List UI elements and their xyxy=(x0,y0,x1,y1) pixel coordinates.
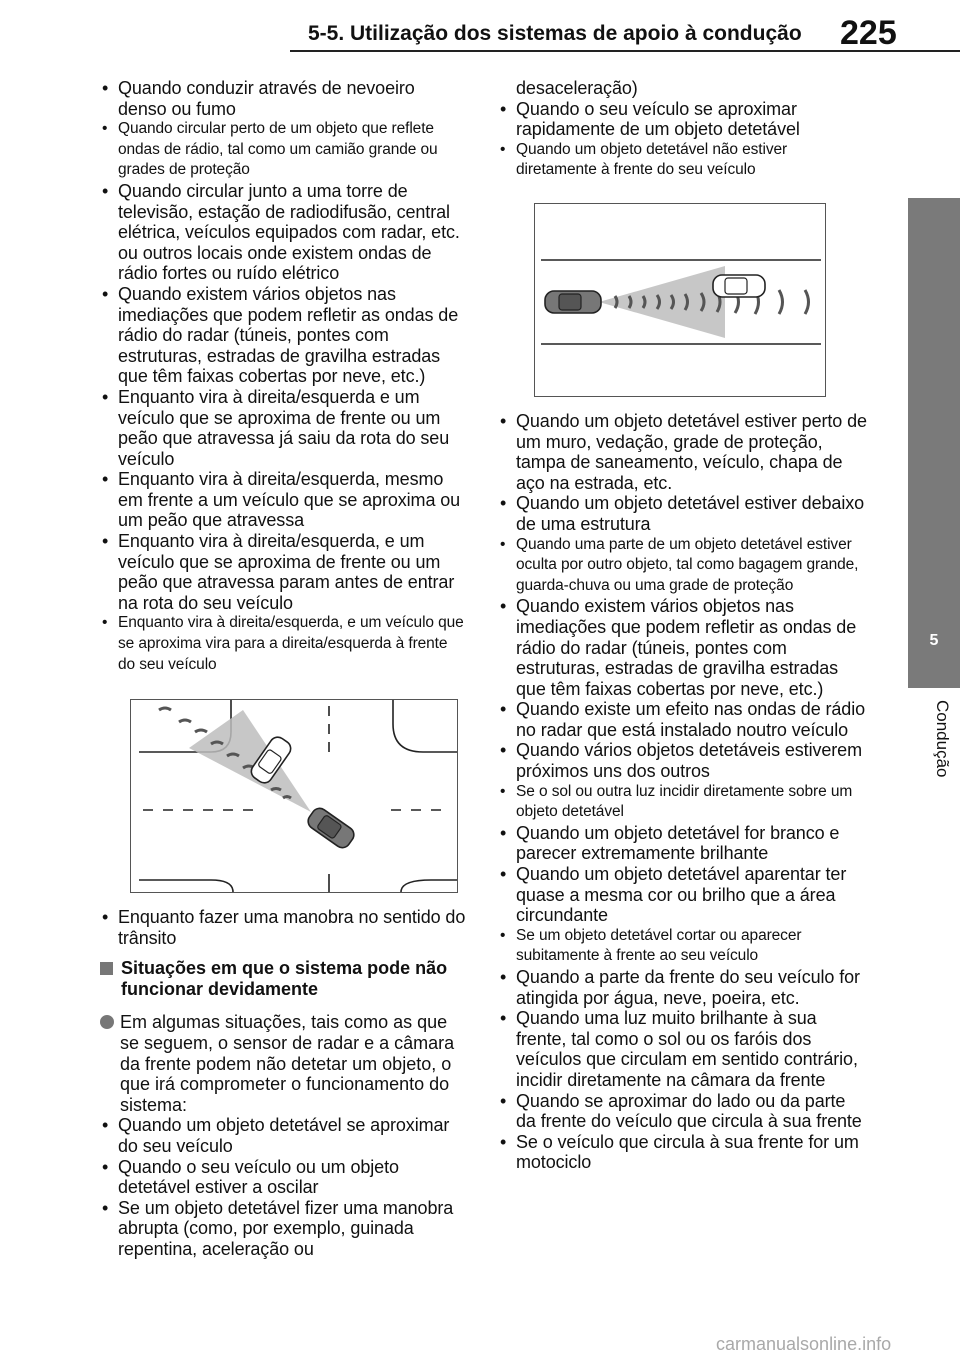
left-column: Quando conduzir através de nevoeiro dens… xyxy=(100,78,466,1260)
own-vehicle xyxy=(307,807,355,849)
list-item: Quando se aproximar do lado ou da parte … xyxy=(498,1091,870,1132)
list-item: Quando o seu veículo ou um objeto detetá… xyxy=(100,1157,466,1198)
list-item: Se um objeto detetável fizer uma manobra… xyxy=(100,1198,466,1260)
list-item: Enquanto fazer uma manobra no sentido do… xyxy=(100,907,466,948)
list-item: Se o veículo que circula à sua frente fo… xyxy=(498,1132,870,1173)
section-heading: Situações em que o sistema pode não func… xyxy=(100,958,466,1000)
list-item: Quando existem vários objetos nas imedia… xyxy=(100,284,466,387)
right-continuation-list: desaceleração) xyxy=(498,78,870,99)
road-corner-bottom-left xyxy=(139,879,234,893)
intro-paragraph-text: Em algumas situações, tais como as que s… xyxy=(120,1012,455,1115)
list-item: Quando o seu veículo se aproximar rapida… xyxy=(498,99,870,140)
list-item: Quando um objeto detetável não estiver d… xyxy=(498,140,870,181)
own-vehicle xyxy=(544,290,602,314)
left-bullet-list-middle: Enquanto fazer uma manobra no sentido do… xyxy=(100,907,466,948)
list-item: Se o sol ou outra luz incidir diretament… xyxy=(498,782,870,823)
target-vehicle xyxy=(712,274,766,298)
radar-detection-cone xyxy=(189,710,311,813)
left-bullet-list-top: Quando conduzir através de nevoeiro dens… xyxy=(100,78,466,675)
list-item: Se um objeto detetável cortar ou aparece… xyxy=(498,926,870,967)
right-bullet-list-top: Quando o seu veículo se aproximar rapida… xyxy=(498,99,870,181)
list-item: Quando um objeto detetável aparentar ter… xyxy=(498,864,870,926)
road-corner-top-right xyxy=(392,700,457,754)
list-item: Quando um objeto detetável se aproximar … xyxy=(100,1115,466,1156)
section-square-icon xyxy=(100,962,113,976)
site-watermark[interactable]: carmanualsonline.info xyxy=(716,1334,892,1354)
list-item: Quando conduzir através de nevoeiro dens… xyxy=(100,78,466,119)
list-item: Enquanto vira à direita/esquerda, e um v… xyxy=(100,531,466,613)
page-number: 225 xyxy=(840,14,897,52)
intersection-turn-figure xyxy=(130,699,458,894)
offset-target-illustration xyxy=(541,259,821,345)
list-item: Quando um objeto detetável estiver debai… xyxy=(498,493,870,534)
list-item: Quando existem vários objetos nas imedia… xyxy=(498,596,870,699)
section-heading-text: Situações em que o sistema pode não func… xyxy=(121,958,448,1000)
radar-wave-arcs xyxy=(613,289,810,315)
radar-detection-cone xyxy=(599,265,725,338)
continuation-text: desaceleração) xyxy=(516,78,638,98)
right-column: desaceleração) Quando o seu veículo se a… xyxy=(498,78,870,1173)
list-item: Quando um objeto detetável estiver perto… xyxy=(498,411,870,493)
list-item: Enquanto vira à direita/esquerda, mesmo … xyxy=(100,469,466,531)
running-header-title: 5-5. Utilização dos sistemas de apoio à … xyxy=(308,22,802,45)
paragraph-dot-icon xyxy=(100,1015,114,1030)
intersection-turn-illustration xyxy=(139,700,457,893)
list-item: Enquanto vira à direita/esquerda e um ve… xyxy=(100,387,466,469)
list-item: Quando existe um efeito nas ondas de rád… xyxy=(498,699,870,740)
list-item: Quando uma luz muito brilhante à sua fre… xyxy=(498,1008,870,1090)
list-item: Quando vários objetos detetáveis estiver… xyxy=(498,740,870,781)
header-rule xyxy=(290,50,960,52)
right-bullet-list-main: Quando um objeto detetável estiver perto… xyxy=(498,411,870,1173)
list-item: Quando um objeto detetável for branco e … xyxy=(498,823,870,864)
list-item: Quando uma parte de um objeto detetável … xyxy=(498,535,870,597)
oncoming-vehicle xyxy=(250,736,292,784)
chapter-tab[interactable] xyxy=(908,198,960,688)
list-item: Quando circular perto de um objeto que r… xyxy=(100,119,466,181)
list-item: Enquanto vira à direita/esquerda, e um v… xyxy=(100,613,466,675)
chapter-tab-label: Condução xyxy=(933,700,952,778)
road-corner-bottom-right xyxy=(400,879,457,893)
list-item: Quando circular junto a uma torre de tel… xyxy=(100,181,466,284)
intro-paragraph: Em algumas situações, tais como as que s… xyxy=(100,1012,466,1115)
left-bullet-list-bottom: Quando um objeto detetável se aproximar … xyxy=(100,1115,466,1259)
chapter-tab-number: 5 xyxy=(929,632,939,649)
offset-target-figure xyxy=(534,202,826,397)
list-item: Quando a parte da frente do seu veículo … xyxy=(498,967,870,1008)
